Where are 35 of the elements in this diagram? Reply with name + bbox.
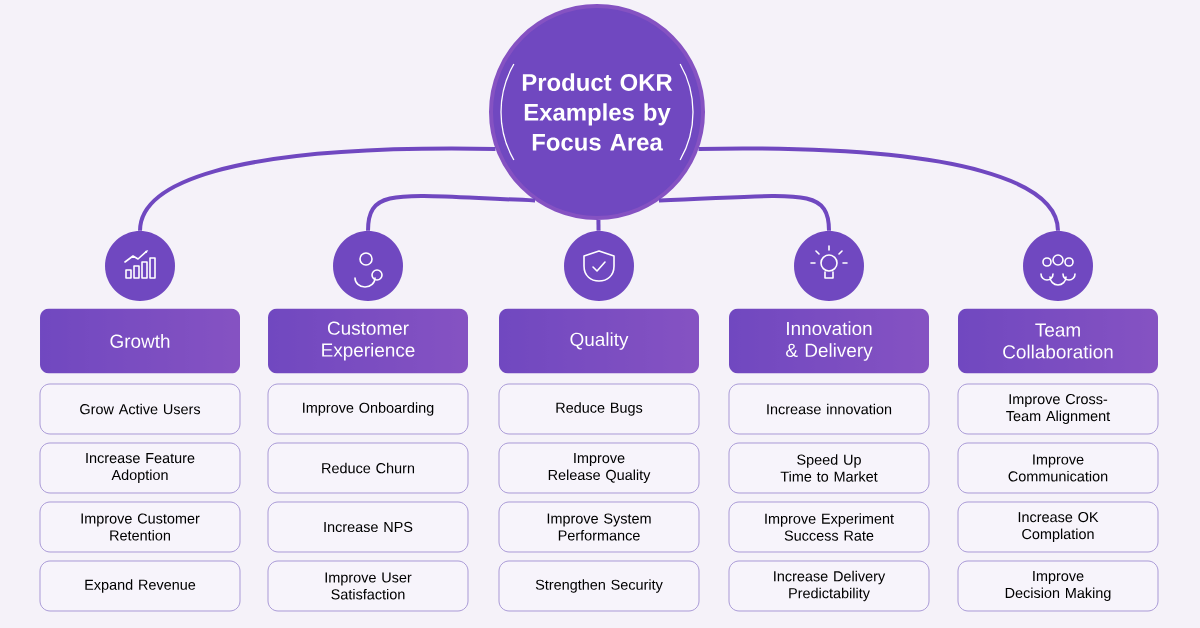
icon-circle <box>564 231 634 301</box>
objective-box: Increase Feature Adoption <box>39 442 241 494</box>
objective-box: Improve Experiment Success Rate <box>728 501 930 553</box>
connector-line <box>138 146 496 232</box>
category-header: Innovation & Delivery <box>786 321 873 361</box>
category-header: Growth <box>110 334 170 348</box>
category-header: Quality <box>570 332 629 350</box>
objective-box: Grow Active Users <box>39 383 241 435</box>
icon-circle <box>794 231 864 301</box>
connector-line <box>658 194 831 231</box>
objective-box: Increase Delivery Predictability <box>728 560 930 612</box>
objective-box: Improve Communication <box>957 442 1159 494</box>
objective-box: Strengthen Security <box>498 560 700 612</box>
objective-box: Reduce Churn <box>267 442 469 494</box>
connector-line <box>596 219 601 231</box>
objective-box: Improve System Performance <box>498 501 700 553</box>
category-header: Customer Experience <box>322 321 415 361</box>
objective-box: Increase OK Complation <box>957 501 1159 553</box>
connector-line <box>366 194 536 231</box>
objective-box: Improve Release Quality <box>498 442 700 494</box>
icon-circle <box>1023 231 1093 301</box>
objective-box: Improve Decision Making <box>957 560 1159 612</box>
icon-circle <box>333 231 403 301</box>
objective-box: Increase innovation <box>728 383 930 435</box>
objective-box: Increase NPS <box>267 501 469 553</box>
objective-box: Improve Cross-Team Alignment <box>957 383 1159 435</box>
objective-box: Speed Up Time to Market <box>728 442 930 494</box>
objective-box: Improve Onboarding <box>267 383 469 435</box>
icon-circle <box>105 231 175 301</box>
category-header: Team Collaboration <box>1003 323 1113 359</box>
objective-box: Improve User Satisfaction <box>267 560 469 612</box>
connector-line <box>698 146 1060 232</box>
objective-box: Reduce Bugs <box>498 383 700 435</box>
objective-box: Expand Revenue <box>39 560 241 612</box>
objective-box: Improve Customer Retention <box>39 501 241 553</box>
